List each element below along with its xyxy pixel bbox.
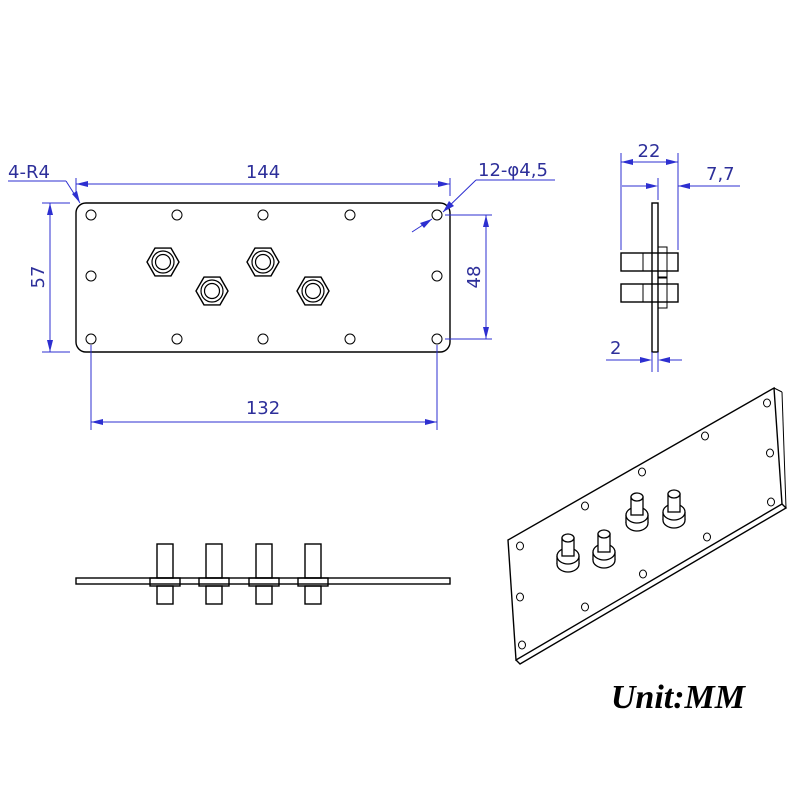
dimension-width: 144 [75, 162, 451, 196]
mounting-hole [766, 448, 774, 458]
mounting-hole [257, 209, 269, 221]
hole-span-width-label: 132 [246, 398, 280, 419]
height-label: 57 [28, 266, 49, 289]
hole-note-label: 12-φ4,5 [478, 160, 548, 181]
hex-nut [146, 247, 180, 277]
bottom-stud [248, 543, 280, 605]
mounting-holes [85, 209, 443, 345]
mounting-hole [516, 541, 524, 551]
corner-note-label: 4-R4 [8, 162, 50, 183]
offset-label: 7,7 [706, 164, 735, 185]
bottom-plate [75, 577, 451, 585]
mounting-hole [344, 333, 356, 345]
dimension-thickness: 2 [606, 338, 682, 372]
dimension-hole-span-height: 48 [445, 214, 492, 340]
hole-span-height-label: 48 [464, 266, 485, 289]
bottom-stud [297, 543, 329, 605]
bottom-stud [198, 543, 230, 605]
mounting-hole [171, 333, 183, 345]
mounting-hole [581, 501, 589, 511]
terminal-nuts [146, 247, 330, 306]
mounting-hole [581, 602, 589, 612]
hex-nut [296, 276, 330, 306]
width-label: 144 [246, 162, 280, 183]
mounting-hole [701, 431, 709, 441]
side-nut [657, 277, 668, 309]
mounting-hole [703, 532, 711, 542]
isometric-view [507, 386, 788, 665]
corner-radius-note: 4-R4 [8, 162, 81, 204]
mounting-hole [85, 209, 97, 221]
front-view: 144 57 132 48 [8, 160, 555, 430]
mounting-hole [85, 333, 97, 345]
mounting-hole [85, 270, 97, 282]
mounting-hole [431, 209, 443, 221]
mounting-hole [171, 209, 183, 221]
dimension-depth: 22 [620, 141, 679, 250]
mounting-hole [518, 640, 526, 650]
side-nut [642, 283, 653, 303]
hex-nut [246, 247, 280, 277]
bottom-stud [149, 543, 181, 605]
dimension-height: 57 [28, 202, 70, 353]
mounting-hole [767, 497, 775, 507]
unit-label: Unit:MM [611, 679, 747, 716]
mounting-hole [763, 398, 771, 408]
mounting-hole [431, 333, 443, 345]
thickness-label: 2 [610, 338, 621, 359]
mounting-hole [431, 270, 443, 282]
side-stud [620, 283, 679, 303]
mounting-hole [639, 569, 647, 579]
side-plate [651, 202, 659, 353]
side-stud [620, 252, 679, 272]
dimension-offset: 7,7 [622, 164, 740, 200]
hole-note: 12-φ4,5 [411, 160, 555, 233]
plate-outline [75, 202, 451, 353]
iso-plate-edge [515, 503, 788, 665]
depth-label: 22 [638, 141, 661, 162]
bottom-view [75, 543, 451, 605]
side-nut [642, 252, 653, 272]
dimension-hole-span-width: 132 [90, 345, 438, 430]
hex-nut [195, 276, 229, 306]
mounting-hole [516, 592, 524, 602]
mounting-hole [257, 333, 269, 345]
mounting-hole [638, 467, 646, 477]
side-nut [657, 246, 668, 278]
mounting-hole [344, 209, 356, 221]
iso-holes [516, 398, 775, 650]
side-view: 22 7,7 2 [606, 141, 740, 372]
